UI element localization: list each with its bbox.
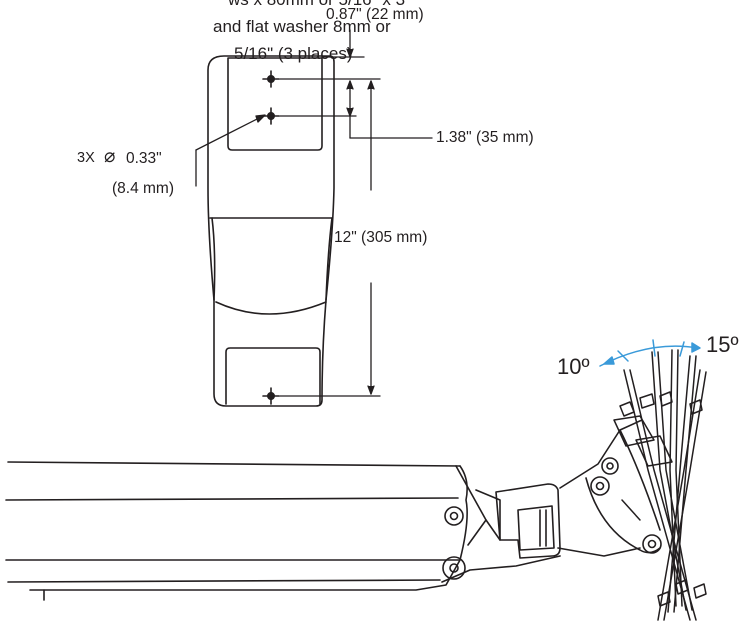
tilt-down-angle: 10º: [557, 354, 590, 379]
tilt-plates: [613, 349, 707, 621]
tilt-joint: [495, 483, 561, 559]
tilt-up-angle: 15º: [706, 332, 739, 357]
mounting-plate: [207, 55, 335, 407]
diameter-symbol: ⌀: [104, 146, 116, 167]
plate-lower-contour: [215, 301, 327, 315]
overall-span-dimension: 12" (305 mm): [334, 229, 428, 246]
hole-diameter-metric-label: (8.4 mm): [112, 180, 174, 197]
tilt-pivot-1: [590, 476, 610, 496]
plate-side-contour: [211, 217, 333, 301]
plate-bottom-pocket: [225, 347, 321, 405]
arm-pivot-lower: [442, 556, 466, 580]
plate-outline: [207, 55, 335, 407]
tilt-pivot-2: [642, 534, 662, 554]
hardware-note-line-3: 5/16" (3 places): [234, 44, 353, 63]
dimension-lines: [195, 29, 433, 397]
hole-count-label: 3X: [77, 150, 95, 166]
arm-lower-edge: [5, 497, 459, 501]
top-offset-dimension: 0.87" (22 mm): [326, 6, 424, 23]
monitor-arm: [5, 419, 662, 601]
hole-diameter-label: 0.33": [126, 150, 162, 167]
arm-pivot-upper: [444, 506, 464, 526]
hardware-note-line-2: and flat washer 8mm or: [213, 17, 391, 36]
mount-hole-3: [262, 387, 280, 405]
mount-hole-1: [262, 70, 280, 88]
plate-top-pocket: [227, 57, 323, 151]
hole-spacing-dimension: 1.38" (35 mm): [436, 129, 534, 146]
mount-hole-2: [262, 107, 280, 125]
arm-upper-edge: [7, 461, 461, 467]
tilt-angle-indicator: [599, 339, 701, 367]
hardware-note-line-1: ws x 80mm or 5/16" x 3: [228, 0, 405, 10]
